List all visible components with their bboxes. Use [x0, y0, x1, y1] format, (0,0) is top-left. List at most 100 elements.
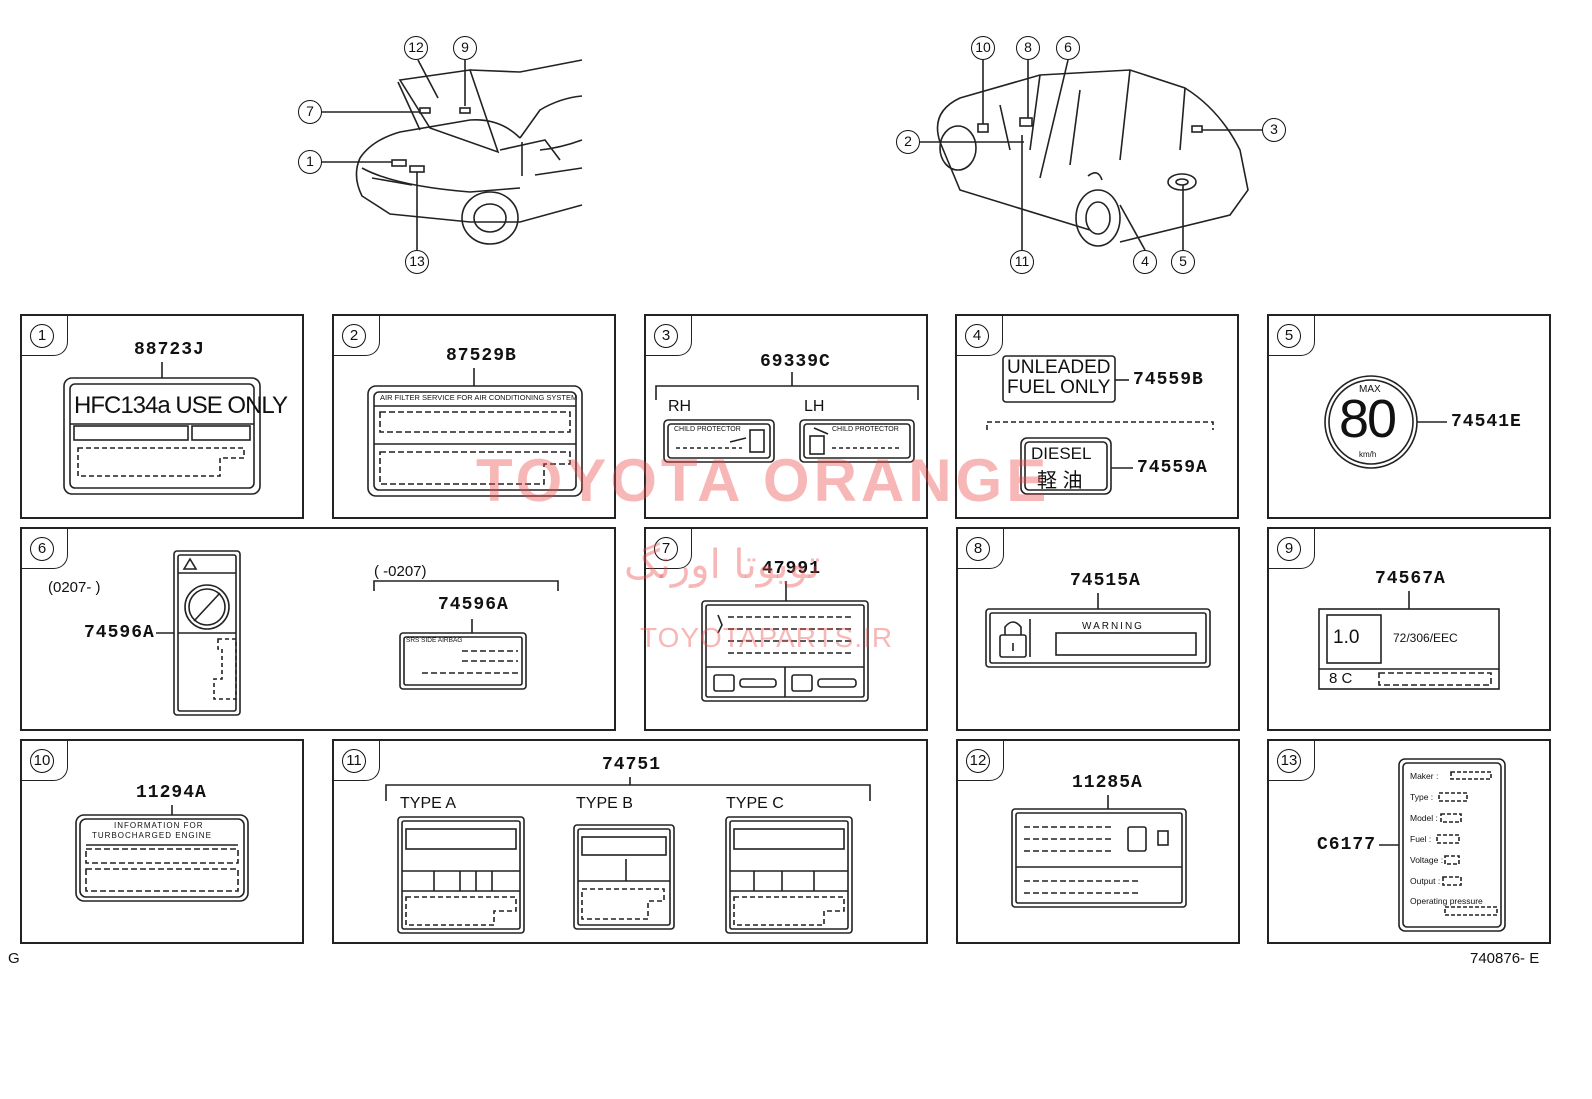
- part-number: 11294A: [136, 783, 207, 803]
- label-drawing: [1324, 375, 1447, 469]
- callout-7: 7: [298, 100, 322, 124]
- panel-number: 12: [966, 749, 990, 773]
- panel-tab: 3: [646, 316, 692, 356]
- label-drawing: [63, 362, 261, 495]
- callout-5: 5: [1171, 250, 1195, 274]
- part-number: 11285A: [1072, 773, 1143, 793]
- type-c-label: TYPE C: [726, 795, 784, 812]
- panel-number: 1: [30, 324, 54, 348]
- field-type: Type :: [1410, 792, 1434, 802]
- panel-8: 8 74515A WARNING: [956, 527, 1240, 731]
- field-model: Model :: [1410, 813, 1438, 823]
- unleaded-line-2: FUEL ONLY: [1007, 377, 1111, 398]
- label-drawing: [1379, 758, 1506, 932]
- panel-4: 4 UNLEADED FUEL ONLY DIESEL 軽 油 74559B 7…: [955, 314, 1239, 519]
- panel-10: 10 11294A INFORMATION FOR TURBOCHARGED E…: [20, 739, 304, 944]
- lh-label: LH: [804, 398, 825, 415]
- panel-tab: 12: [958, 741, 1004, 781]
- type-a-label: TYPE A: [400, 795, 457, 812]
- rear-car-sketch: [920, 59, 1262, 251]
- panel-number: 7: [654, 537, 678, 561]
- part-number: 47991: [762, 559, 822, 579]
- diesel-text: DIESEL: [1031, 444, 1092, 463]
- panel-tab: 9: [1269, 529, 1315, 569]
- panel-tab: 11: [334, 741, 380, 781]
- callout-8: 8: [1016, 36, 1040, 60]
- panel-13: 13 C6177 Maker : Type : Model : Fuel : V…: [1267, 739, 1551, 944]
- panel-6: 6 (0207- ) ( -0207): [20, 527, 616, 731]
- field-voltage: Voltage :: [1410, 855, 1444, 865]
- callout-10: 10: [971, 36, 995, 60]
- part-number-b: 74559A: [1137, 458, 1208, 478]
- value-3: 8 C: [1329, 670, 1353, 687]
- callout-9: 9: [453, 36, 477, 60]
- warning-text: WARNING: [1082, 621, 1144, 632]
- part-number: 87529B: [446, 346, 517, 366]
- panel-number: 9: [1277, 537, 1301, 561]
- info-line-1: INFORMATION FOR: [114, 821, 204, 830]
- panel-11: 11 74751: [332, 739, 928, 944]
- part-number: 74567A: [1375, 569, 1446, 589]
- panel-tab: 5: [1269, 316, 1315, 356]
- panel-tab: 2: [334, 316, 380, 356]
- speed-unit: km/h: [1359, 450, 1377, 459]
- panel-number: 6: [30, 537, 54, 561]
- date-range-left: (0207- ): [48, 579, 101, 596]
- panel-tab: 13: [1269, 741, 1315, 781]
- panel-tab: 10: [22, 741, 68, 781]
- label-main-text: HFC134a USE ONLY: [74, 392, 288, 419]
- panel-number: 11: [342, 749, 366, 773]
- field-maker: Maker :: [1410, 771, 1439, 781]
- field-output: Output :: [1410, 876, 1441, 886]
- max-text: MAX: [1359, 384, 1381, 395]
- corner-left-mark: G: [8, 950, 20, 967]
- panel-tab: 6: [22, 529, 68, 569]
- date-range-right: ( -0207): [374, 563, 427, 580]
- label-drawing: [156, 550, 559, 716]
- field-operating-pressure: Operating pressure: [1410, 896, 1483, 906]
- panel-1: 1 88723J HFC134a USE ONLY: [20, 314, 304, 519]
- label-drawing: [655, 372, 919, 463]
- panel-number: 4: [965, 324, 989, 348]
- label-drawing: [985, 593, 1211, 668]
- label-drawing: [1011, 795, 1187, 908]
- rh-label-text: CHILD PROTECTOR: [674, 426, 741, 433]
- panel-tab: 4: [957, 316, 1003, 356]
- value-2: 72/306/EEC: [1393, 631, 1458, 645]
- part-number: 88723J: [134, 340, 205, 360]
- callout-1: 1: [298, 150, 322, 174]
- speed-value: 80: [1339, 389, 1397, 449]
- label-drawing: [75, 805, 249, 902]
- panel-9: 9 74567A 1.0 72/306/EEC 8 C: [1267, 527, 1551, 731]
- label-drawing: [1318, 591, 1500, 690]
- panel-3: 3 69339C RH LH CHILD PROTECTOR CHILD PRO…: [644, 314, 928, 519]
- callout-11: 11: [1010, 250, 1034, 274]
- panel-5: 5 MAX 80 km/h 74541E: [1267, 314, 1551, 519]
- part-number: 74541E: [1451, 412, 1522, 432]
- label-drawing: [986, 355, 1214, 495]
- part-number-a: 74559B: [1133, 370, 1204, 390]
- airbag-label-text: SRS SIDE AIRBAG: [406, 637, 463, 644]
- diesel-kanji: 軽 油: [1037, 470, 1083, 492]
- field-fuel: Fuel :: [1410, 834, 1432, 844]
- lh-label-text: CHILD PROTECTOR: [832, 426, 899, 433]
- panel-2: 2 87529B AIR FILTER SERVICE FOR AIR COND…: [332, 314, 616, 519]
- panel-7: 7 47991: [644, 527, 928, 731]
- value-1: 1.0: [1333, 627, 1360, 648]
- unleaded-line-1: UNLEADED: [1007, 357, 1111, 378]
- type-b-label: TYPE B: [576, 795, 633, 812]
- panel-number: 10: [30, 749, 54, 773]
- part-number: 69339C: [760, 352, 831, 372]
- panel-number: 8: [966, 537, 990, 561]
- vehicle-overview-drawings: [322, 59, 1262, 251]
- part-number: 74515A: [1070, 571, 1141, 591]
- callout-13: 13: [405, 250, 429, 274]
- part-number: C6177: [1317, 835, 1377, 855]
- panel-number: 13: [1277, 749, 1301, 773]
- panel-number: 5: [1277, 324, 1301, 348]
- label-header-text: AIR FILTER SERVICE FOR AIR CONDITIONING …: [380, 393, 578, 402]
- part-number-left: 74596A: [84, 623, 155, 643]
- part-number-right: 74596A: [438, 595, 509, 615]
- callout-2: 2: [896, 130, 920, 154]
